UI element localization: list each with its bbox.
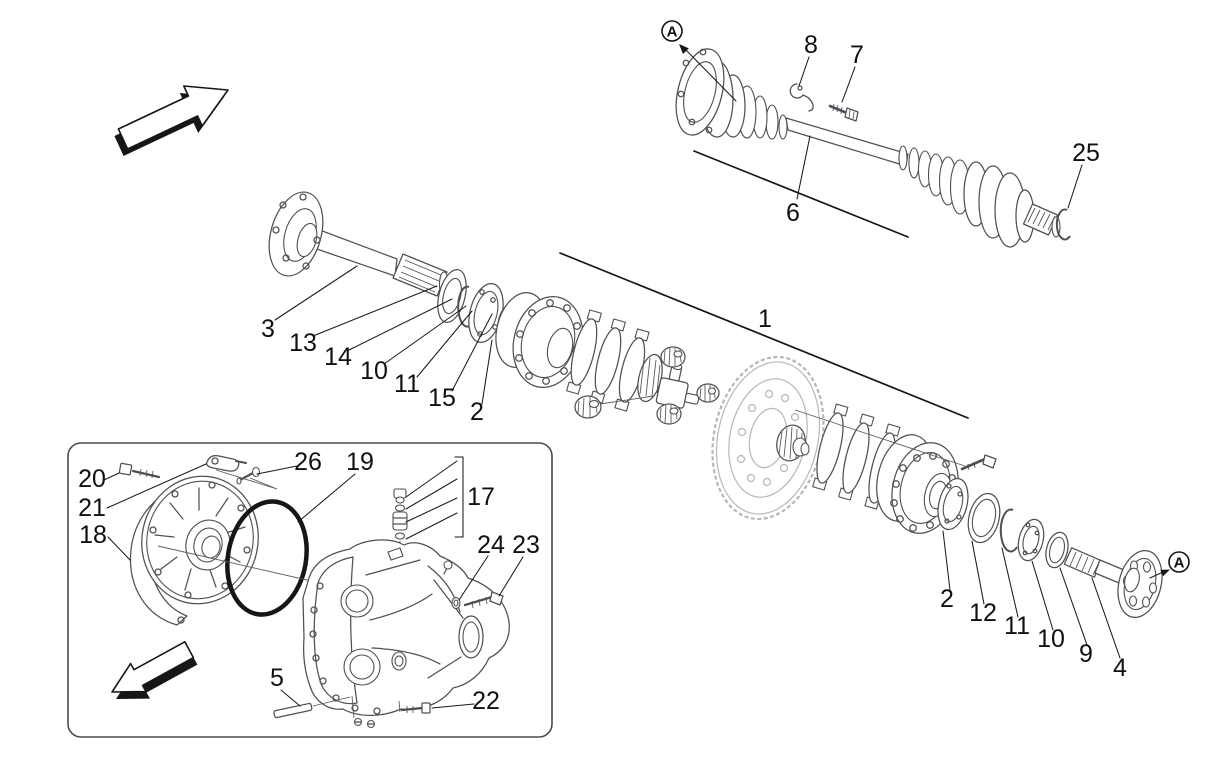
- callout-label-1: 1: [758, 305, 772, 333]
- o-ring-19: [225, 499, 309, 617]
- bevel-gear: [656, 403, 682, 425]
- callout-label-20: 20: [78, 465, 106, 493]
- bolt-part-22: [400, 702, 431, 714]
- callout-label-13: 13: [289, 329, 317, 357]
- bearing-cluster-right: [937, 477, 1069, 569]
- bolt-part-20: [118, 462, 161, 479]
- callout-label-5: 5: [270, 664, 284, 692]
- detail-inset-box: [67, 442, 553, 738]
- callout-label-6: 6: [786, 199, 800, 227]
- callout-label-12: 12: [969, 599, 997, 627]
- flange-shaft-4: [1063, 547, 1163, 619]
- inset-leader-lines: [103, 463, 524, 709]
- callout-label-8: 8: [804, 31, 818, 59]
- callout-label-10-left: 10: [360, 357, 388, 385]
- bevel-gear: [660, 346, 686, 368]
- leader-lines: [274, 56, 1121, 659]
- callout-label-2-right: 2: [940, 585, 954, 613]
- small-fasteners: [351, 695, 401, 729]
- bolt-part-7: [828, 103, 859, 122]
- ring-gear: [711, 355, 825, 521]
- axle-shaft-assembly: [675, 48, 1071, 248]
- callout-label-25: 25: [1072, 139, 1100, 167]
- callout-label-11-left: 11: [394, 370, 420, 398]
- callout-label-15: 15: [428, 384, 456, 412]
- pin-part-5: [273, 696, 351, 719]
- ring-gear-bolt: [794, 409, 997, 471]
- view-marker-circle: [1168, 551, 1190, 573]
- callout-label-11-right: 11: [1004, 612, 1030, 640]
- view-a-top-marker: A: [661, 20, 683, 42]
- callout-label-24: 24: [477, 531, 505, 559]
- view-a-right-arrow: [1149, 569, 1170, 579]
- callout-17-bracket: [454, 456, 464, 538]
- callout-label-21: 21: [78, 494, 106, 522]
- bolt-part-23: [463, 591, 504, 609]
- callout-label-14: 14: [324, 343, 352, 371]
- view-markers: AA: [661, 20, 1190, 573]
- view-a-right-marker: A: [1168, 551, 1190, 573]
- bevel-gear: [696, 383, 720, 403]
- callout-label-26: 26: [294, 448, 322, 476]
- clamp-part-21: [206, 455, 247, 472]
- clip-part-8: [789, 83, 814, 112]
- differential-case: [495, 292, 584, 389]
- view-marker-circle: [661, 20, 683, 42]
- callout-label-23: 23: [512, 531, 540, 559]
- washer-part-24: [451, 596, 461, 610]
- callout-label-2-left: 2: [470, 398, 484, 426]
- flange-shaft-3: [268, 191, 450, 297]
- callout-label-4: 4: [1113, 654, 1127, 682]
- view-a-top-arrow: [679, 44, 737, 102]
- view-marker-letter: A: [1174, 555, 1185, 572]
- direction-arrow-up-right-icon: [114, 85, 229, 156]
- callout-label-22: 22: [472, 687, 500, 715]
- callout-label-9: 9: [1079, 640, 1093, 668]
- direction-arrow-down-left-icon: [111, 640, 198, 699]
- callout-label-18: 18: [79, 521, 107, 549]
- screw-part-26: [236, 466, 261, 485]
- callout-label-17: 17: [467, 483, 495, 511]
- differential-assembly: [268, 191, 1163, 619]
- callout-label-19: 19: [346, 448, 374, 476]
- callout-label-7: 7: [850, 41, 864, 69]
- bevel-gear: [574, 395, 602, 419]
- view-marker-letter: A: [667, 24, 678, 41]
- callout-label-3: 3: [261, 315, 275, 343]
- spider-gear-set: [574, 346, 720, 425]
- gearbox-housing: [302, 539, 510, 716]
- callout-label-10-right: 10: [1037, 625, 1065, 653]
- snap-ring-25: [1055, 208, 1071, 241]
- pinion-gear: [776, 424, 810, 462]
